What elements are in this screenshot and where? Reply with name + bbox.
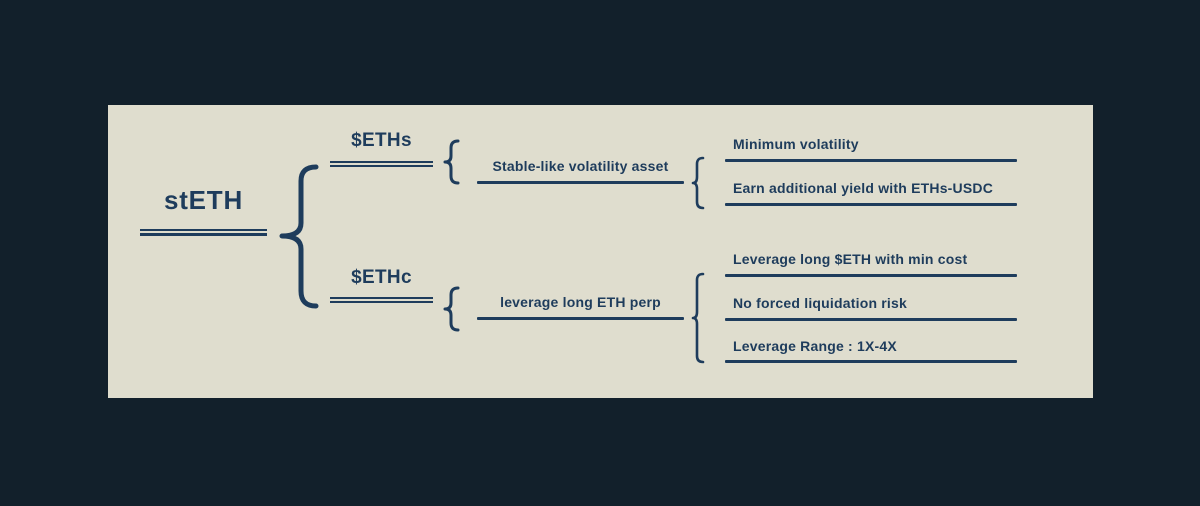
token-label-ethc: $ETHc [351,267,412,288]
description-ethc: leverage long ETH perp [500,294,661,310]
token-underline-ethc [330,297,433,303]
benefits-brace-eths [691,156,705,210]
benefit-underline [725,159,1017,162]
description-eths: Stable-like volatility asset [492,158,669,174]
benefit-leverage-range: Leverage Range : 1X-4X [733,338,897,354]
benefit-underline [725,203,1017,206]
token-underline-eths [330,161,433,167]
branch-brace-eths [443,139,460,185]
benefit-underline [725,318,1017,321]
description-underline-eths [477,181,684,184]
root-label: stETH [163,185,244,215]
token-label-eths: $ETHs [351,130,412,151]
benefit-additional-yield: Earn additional yield with ETHs-USDC [733,180,994,196]
root-brace [279,164,319,309]
benefit-minimum-volatility: Minimum volatility [733,136,859,152]
benefit-underline [725,360,1017,363]
diagram-panel: stETH $ETHs Stable-like volatility asset… [108,105,1093,398]
benefit-no-liquidation: No forced liquidation risk [733,295,907,311]
benefits-brace-ethc [691,272,705,364]
benefit-underline [725,274,1017,277]
benefit-leverage-min-cost: Leverage long $ETH with min cost [733,251,968,267]
root-double-underline [140,229,267,236]
branch-brace-ethc [443,286,460,332]
description-underline-ethc [477,317,684,320]
